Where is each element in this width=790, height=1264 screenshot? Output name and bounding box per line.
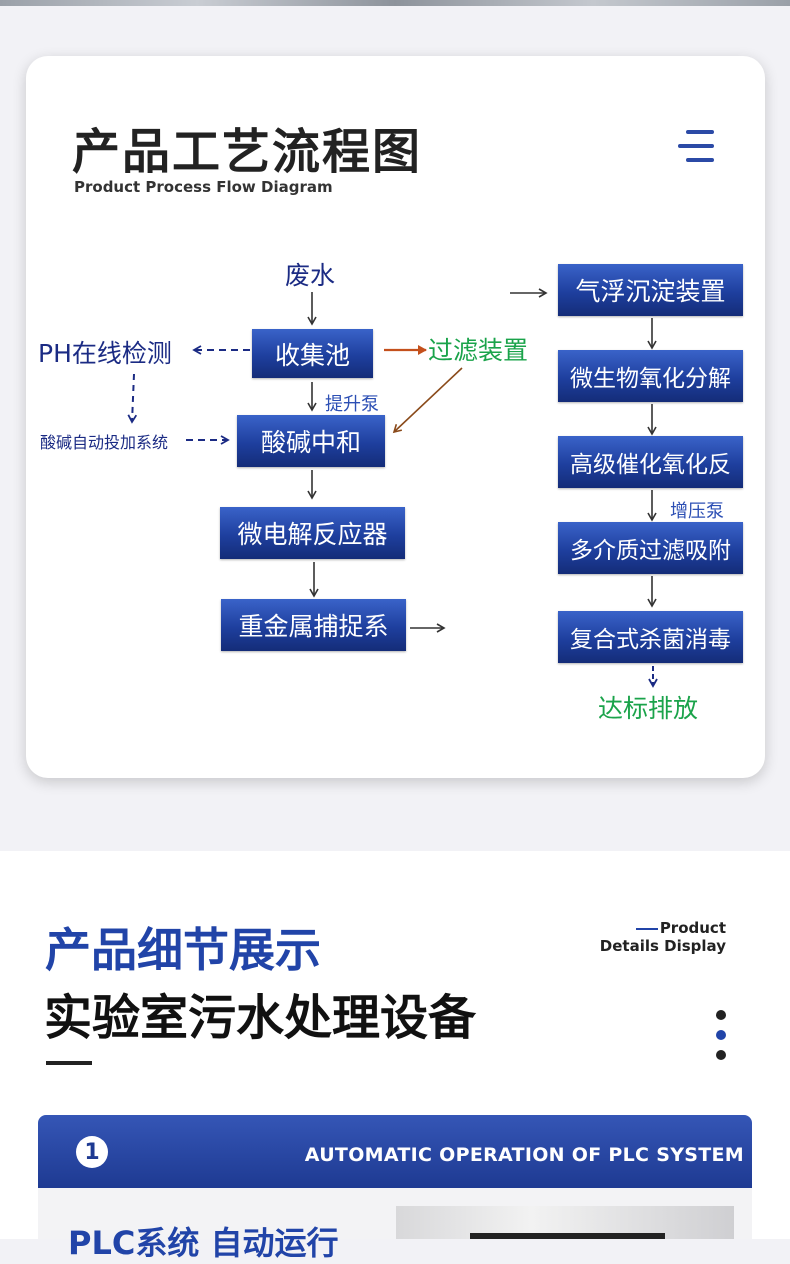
label-acid-base-dosing: 酸碱自动投加系统 (40, 433, 169, 452)
box-micro-electrolysis: 微电解反应器 (220, 507, 405, 559)
box-heavy-metal: 重金属捕捉系 (221, 599, 406, 651)
pager-dot[interactable] (716, 1050, 726, 1060)
page-subtitle: Product Process Flow Diagram (74, 178, 333, 196)
details-heading-black: 实验室污水处理设备 (44, 990, 477, 1046)
label-discharge: 达标排放 (598, 694, 699, 723)
label-ph-online: PH在线检测 (38, 339, 172, 368)
heading-underline (46, 1061, 92, 1065)
feature-banner (38, 1115, 752, 1188)
box-collection-tank: 收集池 (252, 329, 373, 378)
arrow-ph-down (127, 373, 138, 424)
equipment-photo-panel (470, 1233, 665, 1239)
flow-arrows (127, 288, 658, 688)
pager-dot[interactable] (716, 1010, 726, 1020)
box-advanced-oxidation: 高级催化氧化反 (558, 436, 743, 488)
box-disinfection: 复合式杀菌消毒 (558, 611, 743, 663)
box-micro-bio: 微生物氧化分解 (558, 350, 743, 402)
dash-line (635, 927, 658, 930)
feature-banner-text: AUTOMATIC OPERATION OF PLC SYSTEM (304, 1144, 744, 1166)
label-booster-pump: 增压泵 (670, 501, 724, 522)
feature-number-badge: 1 (76, 1136, 108, 1168)
feature-title: PLC系统 自动运行 (68, 1224, 339, 1262)
details-heading-blue: 产品细节展示 (45, 923, 321, 977)
box-acid-base-neutralize: 酸碱中和 (237, 415, 385, 467)
page-title: 产品工艺流程图 (72, 124, 423, 180)
label-filter-device: 过滤装置 (428, 336, 529, 365)
details-en-line1-text: Product (659, 919, 726, 937)
details-en-line2: Details Display (599, 937, 726, 955)
label-lift-pump: 提升泵 (325, 394, 379, 415)
menu-icon[interactable] (678, 130, 714, 162)
details-en-line1: Product (635, 919, 726, 937)
pager-dot-active[interactable] (716, 1030, 726, 1040)
arrow-filter-to-neutralize (392, 367, 463, 434)
top-photo-strip (0, 0, 790, 6)
box-air-flotation: 气浮沉淀装置 (558, 264, 743, 316)
box-multi-media: 多介质过滤吸附 (558, 522, 743, 574)
label-waste-water: 废水 (285, 261, 336, 290)
